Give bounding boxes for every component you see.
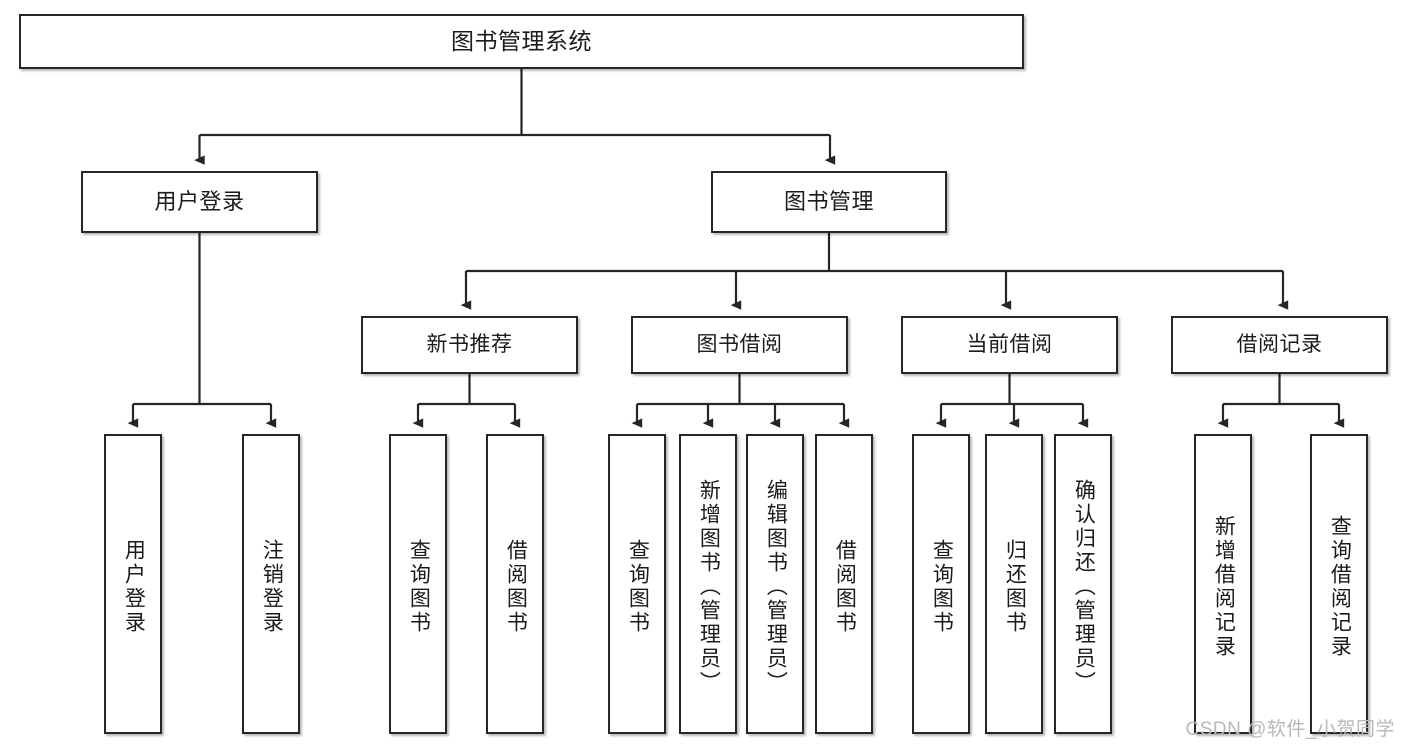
node-book-borrow[interactable]: 图书借阅 xyxy=(631,316,848,374)
leaf-add-book[interactable]: 新增图书（管理员） xyxy=(679,434,737,734)
leaf-borrow-book-2-label: 借阅图书 xyxy=(833,539,857,635)
node-new-book-rec[interactable]: 新书推荐 xyxy=(361,316,578,374)
node-borrow-record[interactable]: 借阅记录 xyxy=(1171,316,1388,374)
node-root-label: 图书管理系统 xyxy=(451,28,592,55)
leaf-edit-book-label: 编辑图书（管理员） xyxy=(764,479,788,695)
leaf-return-book-label: 归还图书 xyxy=(1003,539,1027,635)
leaf-query-record[interactable]: 查询借阅记录 xyxy=(1310,434,1368,734)
leaf-borrow-book-2[interactable]: 借阅图书 xyxy=(815,434,873,734)
leaf-add-record[interactable]: 新增借阅记录 xyxy=(1194,434,1252,734)
leaf-query-book-3-label: 查询图书 xyxy=(930,539,954,635)
leaf-borrow-book-1[interactable]: 借阅图书 xyxy=(486,434,544,734)
leaf-add-record-label: 新增借阅记录 xyxy=(1212,515,1236,659)
node-root[interactable]: 图书管理系统 xyxy=(19,14,1024,69)
leaf-query-book-2[interactable]: 查询图书 xyxy=(608,434,666,734)
leaf-logout-label: 注销登录 xyxy=(260,539,284,635)
leaf-borrow-book-1-label: 借阅图书 xyxy=(504,539,528,635)
leaf-add-book-label: 新增图书（管理员） xyxy=(697,479,721,695)
node-current-borrow-label: 当前借阅 xyxy=(966,332,1053,356)
leaf-query-book-1-label: 查询图书 xyxy=(407,539,431,635)
leaf-user-login-label: 用户登录 xyxy=(122,539,146,635)
leaf-query-record-label: 查询借阅记录 xyxy=(1328,515,1352,659)
leaf-return-book[interactable]: 归还图书 xyxy=(985,434,1043,734)
node-current-borrow[interactable]: 当前借阅 xyxy=(901,316,1118,374)
leaf-query-book-3[interactable]: 查询图书 xyxy=(912,434,970,734)
node-user-login[interactable]: 用户登录 xyxy=(81,171,318,233)
leaf-query-book-2-label: 查询图书 xyxy=(626,539,650,635)
leaf-query-book-1[interactable]: 查询图书 xyxy=(389,434,447,734)
node-book-borrow-label: 图书借阅 xyxy=(696,332,783,356)
watermark-text: CSDN @软件_小贺同学 xyxy=(1185,719,1395,740)
node-borrow-record-label: 借阅记录 xyxy=(1236,332,1323,356)
leaf-confirm-return[interactable]: 确认归还（管理员） xyxy=(1054,434,1112,734)
leaf-edit-book[interactable]: 编辑图书（管理员） xyxy=(746,434,804,734)
node-new-book-rec-label: 新书推荐 xyxy=(426,332,513,356)
leaf-user-login[interactable]: 用户登录 xyxy=(104,434,162,734)
leaf-logout[interactable]: 注销登录 xyxy=(242,434,300,734)
leaf-confirm-return-label: 确认归还（管理员） xyxy=(1072,479,1096,695)
node-book-manage[interactable]: 图书管理 xyxy=(711,171,947,233)
node-user-login-label: 用户登录 xyxy=(154,189,245,215)
node-book-manage-label: 图书管理 xyxy=(783,189,874,215)
